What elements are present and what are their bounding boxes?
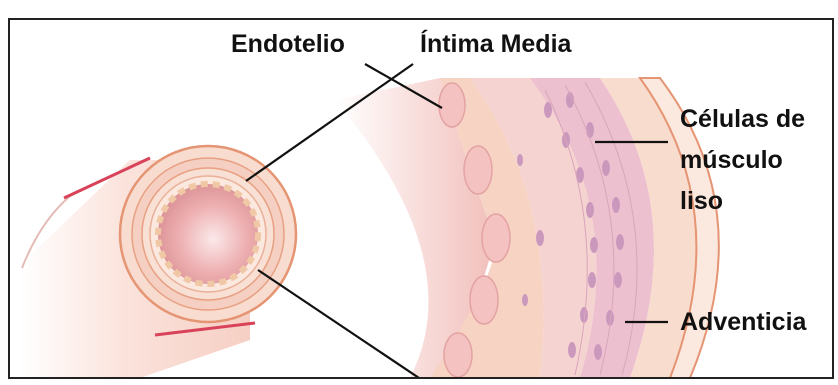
label-celulas-line2: músculo xyxy=(680,145,783,176)
lower-leader xyxy=(258,270,422,380)
magnified-wall xyxy=(335,78,719,378)
label-endotelio: Endotelio xyxy=(231,29,345,60)
vessel-cross-section xyxy=(120,146,296,322)
label-celulas-line3: liso xyxy=(680,186,723,217)
label-celulas-line1: Células de xyxy=(680,104,805,135)
label-intima-media: Íntima Media xyxy=(420,29,571,60)
label-adventicia: Adventicia xyxy=(680,307,806,338)
